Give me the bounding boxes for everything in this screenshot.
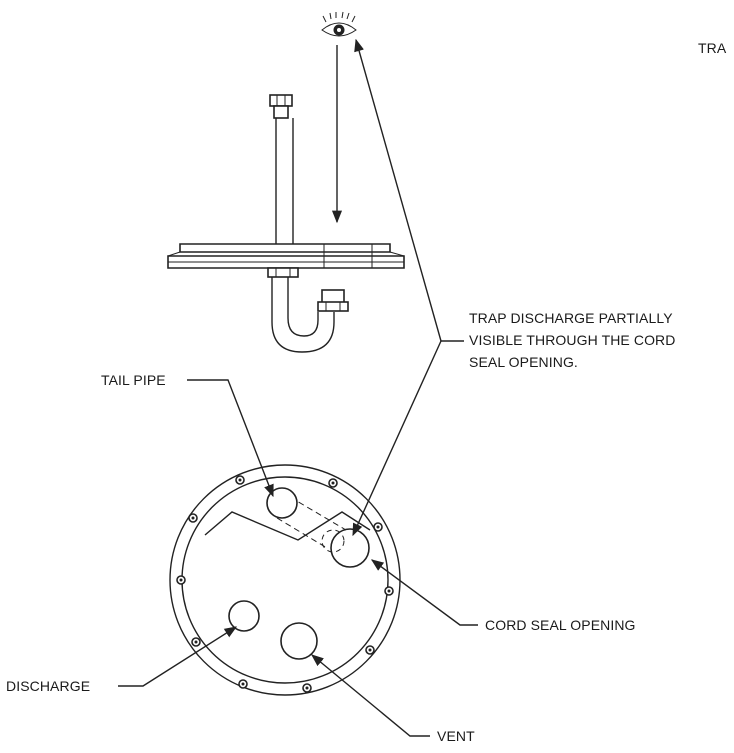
eye-icon <box>321 11 357 37</box>
plan-view-cover <box>169 464 401 696</box>
discharge-opening <box>228 600 260 632</box>
trap-note-line-1: TRAP DISCHARGE PARTIALLY <box>469 310 673 326</box>
trap-note-line-3: SEAL OPENING. <box>469 354 578 370</box>
tail-pipe-label: TAIL PIPE <box>101 372 166 388</box>
side-view-assembly <box>167 94 405 353</box>
partial-top-right-label: TRA <box>698 40 727 56</box>
bolt-holes <box>176 475 394 693</box>
cord-seal-opening <box>330 528 370 568</box>
vent-opening <box>280 622 318 660</box>
cord-seal-opening-label: CORD SEAL OPENING <box>485 617 636 633</box>
leader-lines <box>118 38 478 737</box>
tail-pipe-opening <box>266 487 298 519</box>
hidden-trap-outline <box>276 496 347 553</box>
trap-note-line-2: VISIBLE THROUGH THE CORD <box>469 332 675 348</box>
vent-label: VENT <box>437 728 475 744</box>
discharge-label: DISCHARGE <box>6 678 90 694</box>
